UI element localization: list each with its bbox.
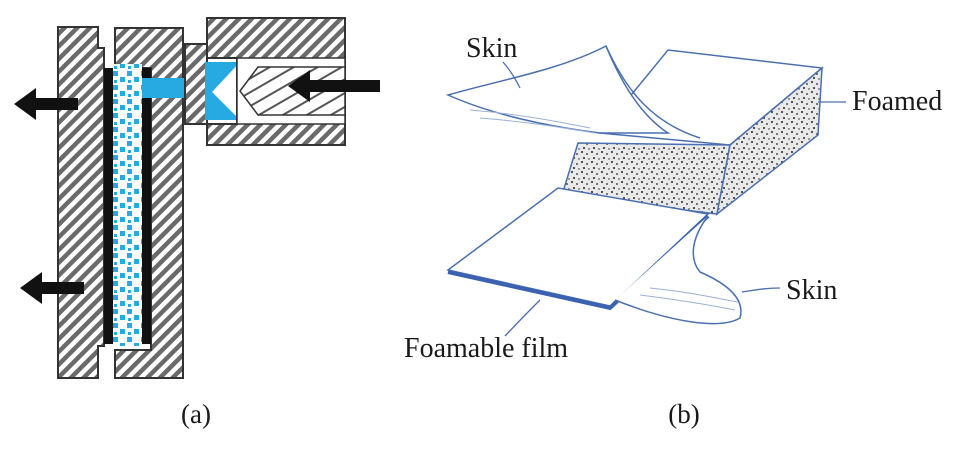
foam-core [113,64,142,346]
caption-a: (a) [181,399,211,429]
nozzle-tip-melt [205,62,240,120]
top-skin-curl [605,45,701,139]
injection-arrow-icon [288,70,380,102]
bottom-skin-lines [639,287,739,311]
top-skin-sheet [445,44,671,134]
panel-b-laminate-diagram: Skin Foamed Skin Foamable film (b) [404,33,942,429]
panel-a-injection-mold: (a) [14,17,380,429]
top-skin-lines [469,109,596,134]
left-mold-half [57,26,105,379]
nozzle-insert [184,43,208,125]
mold-open-arrow-top-icon [14,88,78,120]
skin-layer-left [104,68,113,344]
label-skin-bottom: Skin [786,275,837,306]
label-skin-top: Skin [466,33,517,64]
caption-b: (b) [668,399,699,429]
skin-layer-right [142,68,151,344]
leader-skin-top [502,61,521,89]
foamed-block-side-face [715,66,823,216]
leader-skin-bottom [741,287,781,293]
label-foamed: Foamed [852,86,942,117]
mold-open-arrow-bottom-icon [20,272,84,304]
label-foamable-film: Foamable film [404,333,568,364]
leader-foamable-film [504,299,541,337]
